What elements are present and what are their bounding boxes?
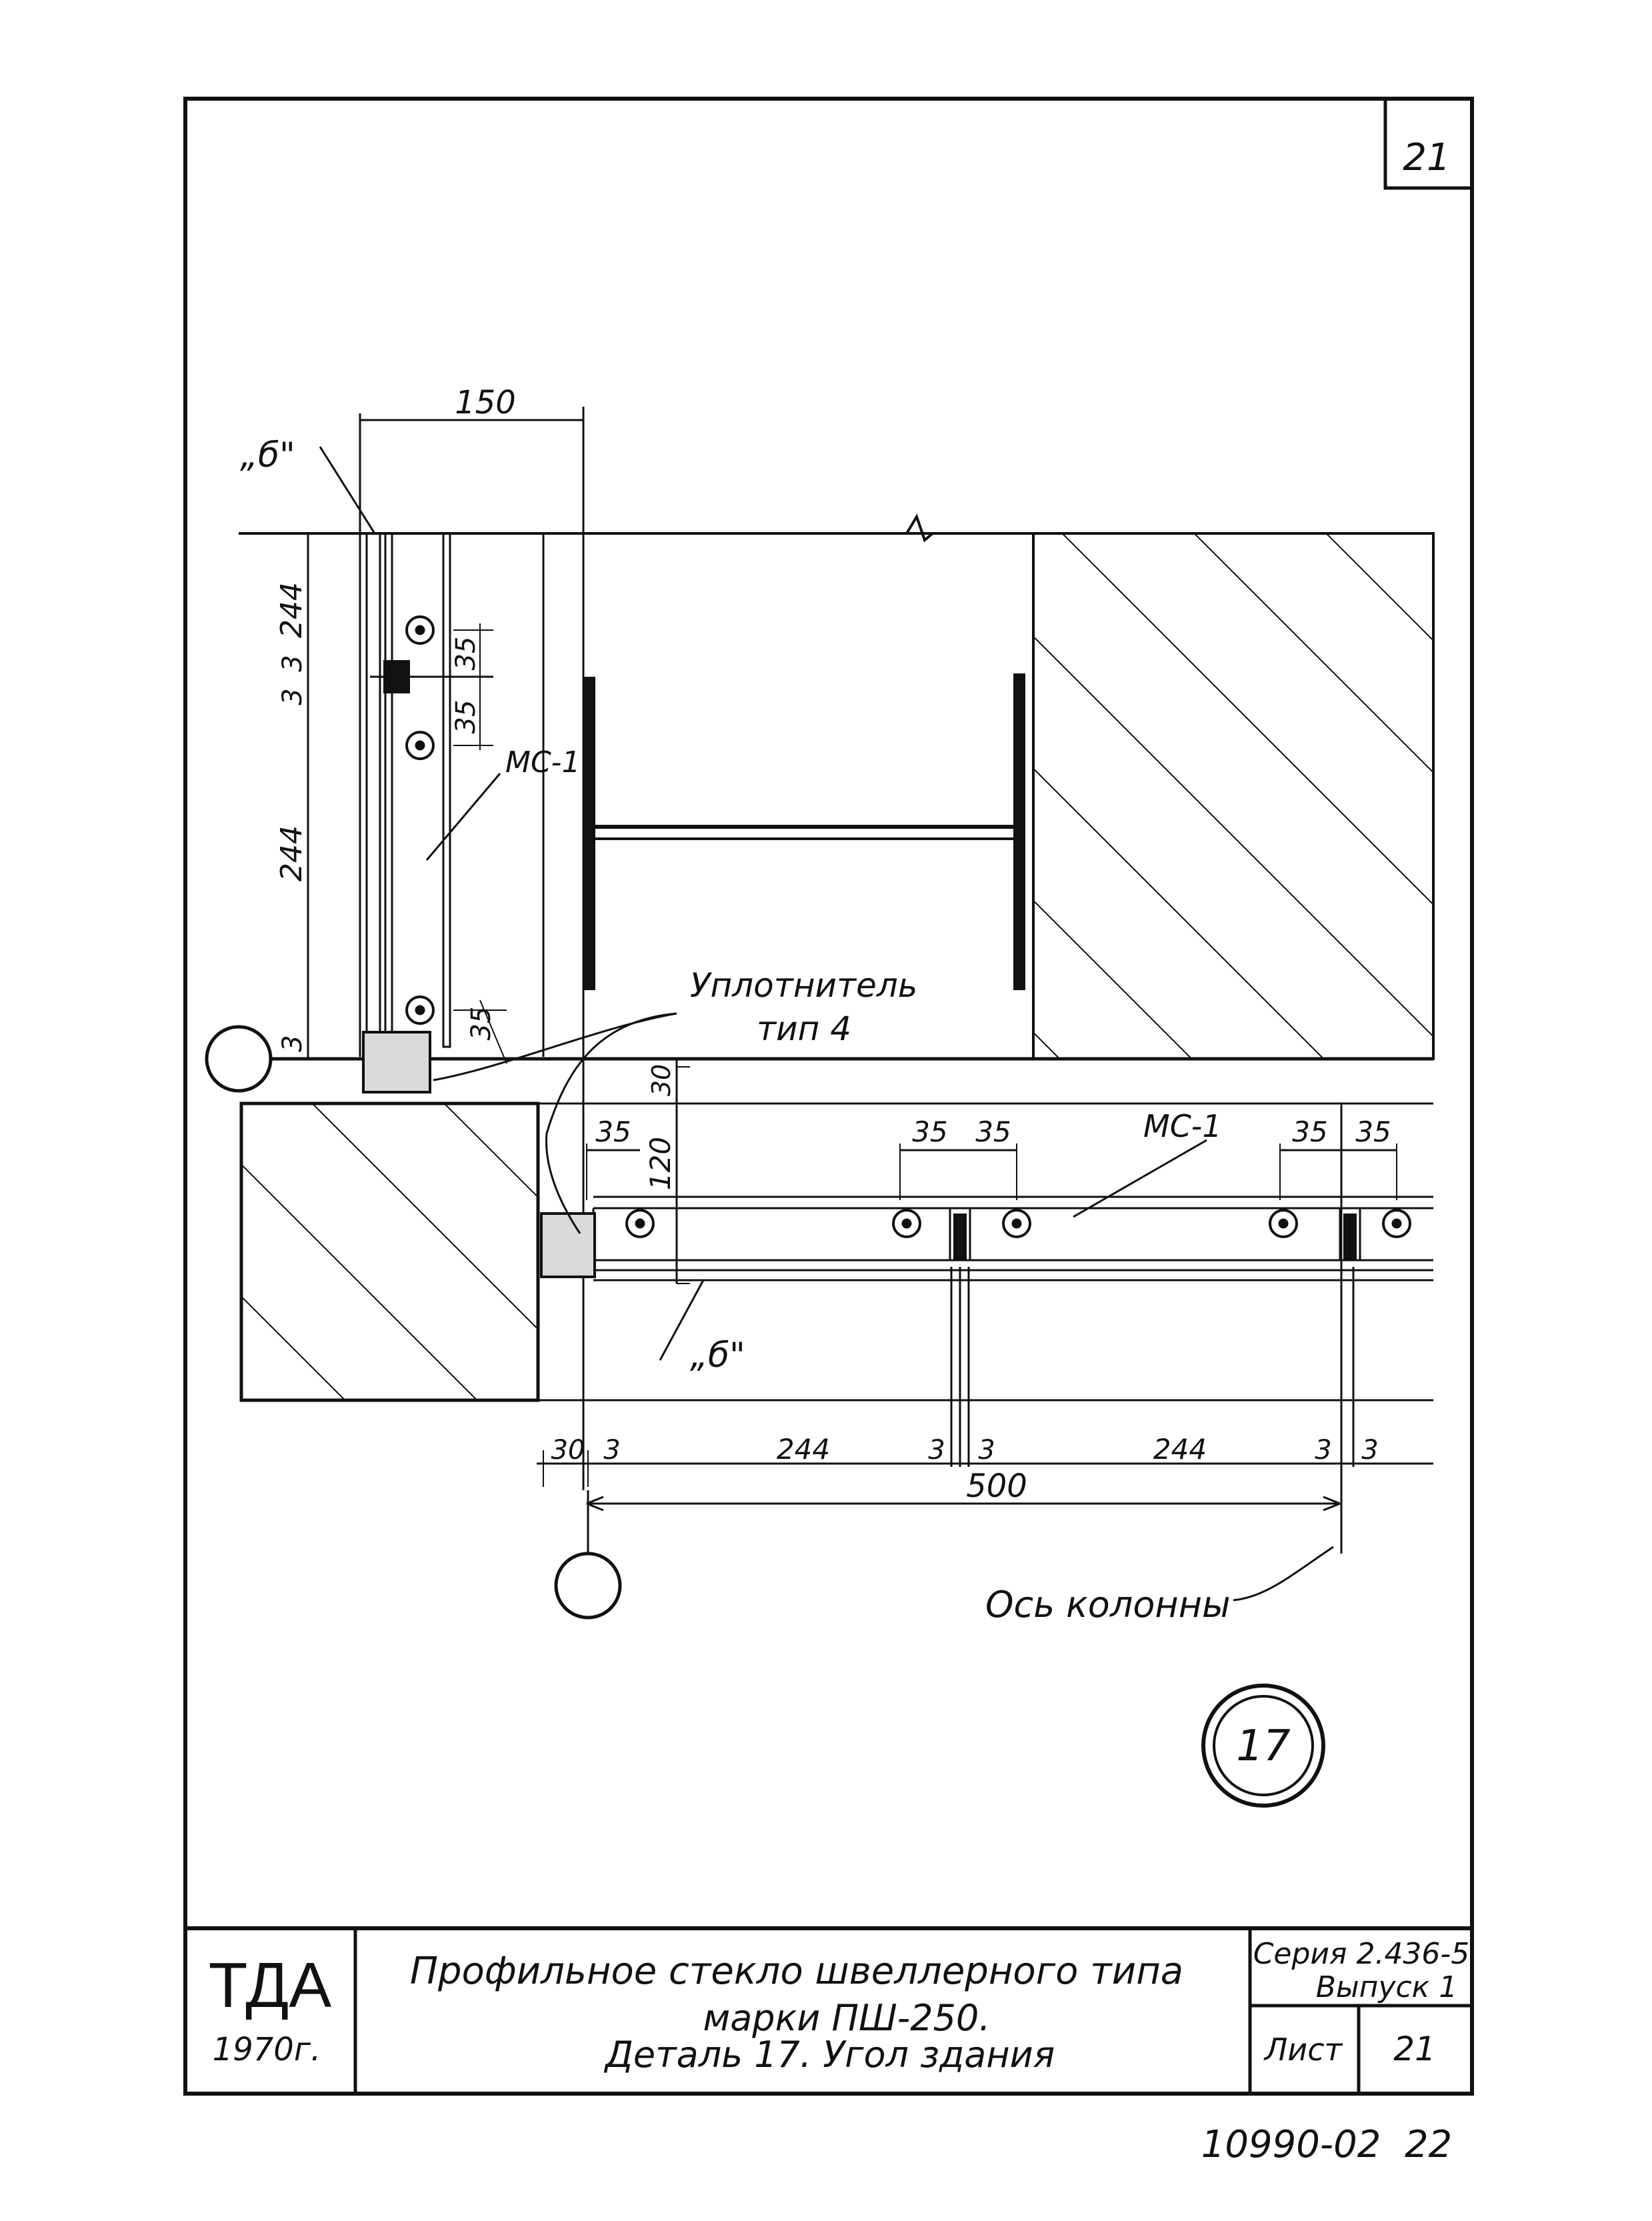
- series-line-1: Серия 2.436-5: [1253, 1937, 1470, 1971]
- title-line-1: Профильное стекло швеллерного типа: [410, 1950, 1183, 1993]
- dim-h-35-b: 35: [912, 1116, 947, 1148]
- dim-v-244-upper: 244: [275, 582, 309, 638]
- lower-section: [239, 1060, 1433, 1602]
- series-line-2: Выпуск 1: [1316, 1970, 1457, 2004]
- dim-h-35-a: 35: [595, 1116, 631, 1148]
- dim-b-500: 500: [966, 1468, 1027, 1505]
- dim-b-3c: 3: [978, 1435, 995, 1466]
- axis-marker-top: [205, 1025, 273, 1093]
- sheet-label: Лист: [1263, 2032, 1343, 2068]
- dimension-labels: 150 244 3 3 35 35 244 3 35 30 120 35 35 …: [275, 384, 1391, 1505]
- title-block: [185, 1926, 1472, 2094]
- dim-top-150: 150: [455, 384, 516, 421]
- label-mc1-upper: МС-1: [505, 745, 581, 779]
- dim-b-3e: 3: [1361, 1435, 1378, 1466]
- dim-b-30: 30: [551, 1435, 585, 1466]
- label-mc1-lower: МС-1: [1143, 1108, 1222, 1144]
- leader-lines: [319, 446, 1207, 1361]
- dim-v-244-lower: 244: [275, 825, 309, 881]
- detail-number: 17: [1236, 1722, 1291, 1771]
- title-line-2: марки ПШ-250.: [703, 1997, 990, 2039]
- wall-section: [239, 407, 1435, 1490]
- sheet-value: 21: [1393, 2030, 1436, 2068]
- label-column-axis: Ось колонны: [985, 1584, 1231, 1626]
- dim-v-3c: 3: [277, 1035, 308, 1051]
- org-name: ТДА: [209, 1950, 332, 2021]
- label-b-upper: „б": [240, 435, 295, 475]
- corner-number-box: 21: [1383, 99, 1472, 190]
- title-line-3: Деталь 17. Угол здания: [604, 2034, 1055, 2076]
- drawing-code: 10990-02 22: [1201, 2123, 1452, 2166]
- dim-v-3a: 3: [277, 655, 308, 671]
- sheet-frame: [183, 97, 1474, 2096]
- label-sealant-line2: тип 4: [757, 1009, 851, 1048]
- dim-v-120: 120: [644, 1137, 677, 1190]
- dim-h-35-e: 35: [1355, 1116, 1391, 1148]
- dim-b-244b: 244: [1153, 1433, 1207, 1466]
- dim-b-3b: 3: [928, 1435, 945, 1466]
- dim-v-30: 30: [647, 1064, 676, 1096]
- axis-marker-bottom: [554, 1552, 622, 1620]
- dim-b-3a: 3: [603, 1435, 620, 1466]
- dim-v-35-bottom: 35: [466, 1007, 497, 1041]
- corner-sheet-number: 21: [1403, 136, 1450, 179]
- dim-b-3d: 3: [1315, 1435, 1331, 1466]
- dim-h-35-c: 35: [975, 1116, 1011, 1148]
- label-b-lower: „б": [690, 1336, 745, 1376]
- dim-v-35-lower: 35: [451, 700, 481, 734]
- dim-b-244a: 244: [777, 1433, 830, 1466]
- dim-v-3b: 3: [277, 688, 308, 705]
- dim-v-35-upper: 35: [451, 637, 481, 671]
- year: 1970г.: [213, 2031, 321, 2068]
- annotation-labels: „б" „б" МС-1 МС-1 Уплотнитель тип 4 Ось …: [240, 435, 1231, 1626]
- detail-marker: 17: [1201, 1684, 1325, 1808]
- label-sealant-line1: Уплотнитель: [690, 966, 917, 1005]
- dim-h-35-d: 35: [1292, 1116, 1327, 1148]
